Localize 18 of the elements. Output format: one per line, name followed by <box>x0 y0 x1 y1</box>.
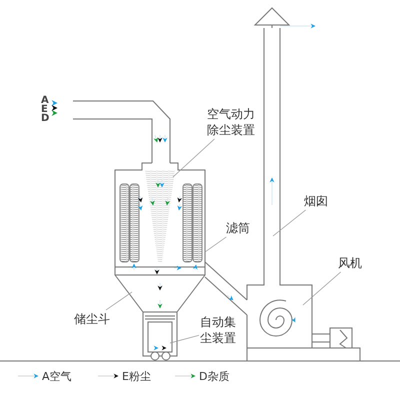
part-label: 滤筒 <box>226 220 252 236</box>
legend-label: D杂质 <box>199 369 230 384</box>
part-label: 空气动力除尘装置 <box>207 106 259 138</box>
stream-letter: D <box>41 114 50 124</box>
leader-line <box>172 138 215 178</box>
part-label: 风机 <box>338 255 364 271</box>
part-label: 自动集尘装置 <box>200 314 238 346</box>
part-label: 烟囱 <box>304 193 330 209</box>
leader-line <box>272 210 306 236</box>
part-label: 储尘斗 <box>74 311 112 327</box>
stream-letter: E <box>41 105 48 115</box>
leader-line <box>106 292 132 310</box>
leader-line <box>302 272 342 306</box>
leader-line <box>204 236 227 252</box>
legend-label: A空气 <box>42 369 72 384</box>
stream-letter: A <box>41 96 49 106</box>
leader-line <box>170 334 200 344</box>
legend-label: E粉尘 <box>122 369 151 384</box>
